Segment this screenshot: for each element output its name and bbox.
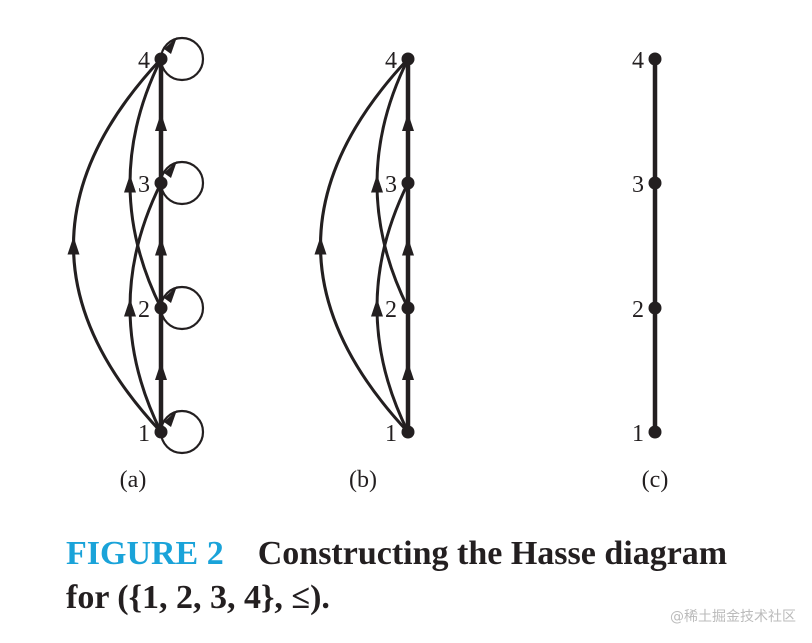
node-4 [648, 52, 662, 66]
node-2 [648, 301, 662, 315]
arrow-3-4 [155, 113, 167, 131]
node-label-2: 2 [632, 297, 644, 323]
node-4 [401, 52, 415, 66]
arrow-2-3 [402, 237, 414, 256]
panel-label: (b) [349, 467, 377, 493]
edge-1-4 [319, 57, 410, 434]
panel-label: (c) [642, 467, 669, 493]
node-1 [648, 425, 662, 439]
arrow-1-3 [371, 298, 383, 317]
node-label-3: 3 [632, 172, 644, 198]
arrow-2-4 [371, 174, 383, 193]
caption-line-2: for ({1, 2, 3, 4}, ≤). [66, 579, 330, 616]
arrow-1-2 [402, 362, 414, 380]
panel-b: 1 2 3 4 (b) [314, 48, 415, 493]
node-label-4: 4 [632, 48, 644, 74]
node-2 [154, 301, 168, 315]
node-label-1: 1 [138, 421, 150, 447]
node-1 [401, 425, 415, 439]
caption-line-1: Constructing the Hasse diagram [257, 535, 728, 572]
loop-arrow-4 [164, 37, 177, 54]
node-2 [401, 301, 415, 315]
watermark: @稀土掘金技术社区 [670, 609, 796, 625]
arrow-2-4 [124, 174, 136, 193]
figure-caption: FIGURE 2 Constructing the Hasse diagram f… [66, 532, 796, 620]
node-label-3: 3 [385, 172, 397, 198]
arrow-3-4 [402, 113, 414, 131]
node-3 [154, 176, 168, 190]
loop-arrow-3 [164, 161, 177, 178]
node-label-2: 2 [385, 297, 397, 323]
node-label-4: 4 [385, 48, 397, 74]
node-1 [154, 425, 168, 439]
node-4 [154, 52, 168, 66]
node-label-3: 3 [138, 172, 150, 198]
arrow-1-2 [155, 362, 167, 380]
node-label-1: 1 [632, 421, 644, 447]
panel-a: 1 2 3 4 (a) [67, 36, 205, 493]
figure-number: FIGURE 2 [66, 535, 224, 572]
panel-label: (a) [120, 467, 147, 493]
node-label-1: 1 [385, 421, 397, 447]
node-label-4: 4 [138, 48, 150, 74]
edge-1-4 [72, 57, 163, 434]
node-label-2: 2 [138, 297, 150, 323]
arrow-1-3 [124, 298, 136, 317]
panel-c: 1 2 3 4 (c) [632, 48, 668, 493]
hasse-figure: 1 2 3 4 (a) 1 2 3 4 (b) 1 2 3 4 (c) [67, 36, 668, 493]
arrow-1-4 [67, 236, 80, 255]
node-3 [401, 176, 415, 190]
node-3 [648, 176, 662, 190]
arrow-2-3 [155, 237, 167, 256]
arrow-1-4 [314, 236, 327, 255]
loop-arrow-1 [164, 410, 177, 427]
loop-arrow-2 [164, 286, 177, 303]
